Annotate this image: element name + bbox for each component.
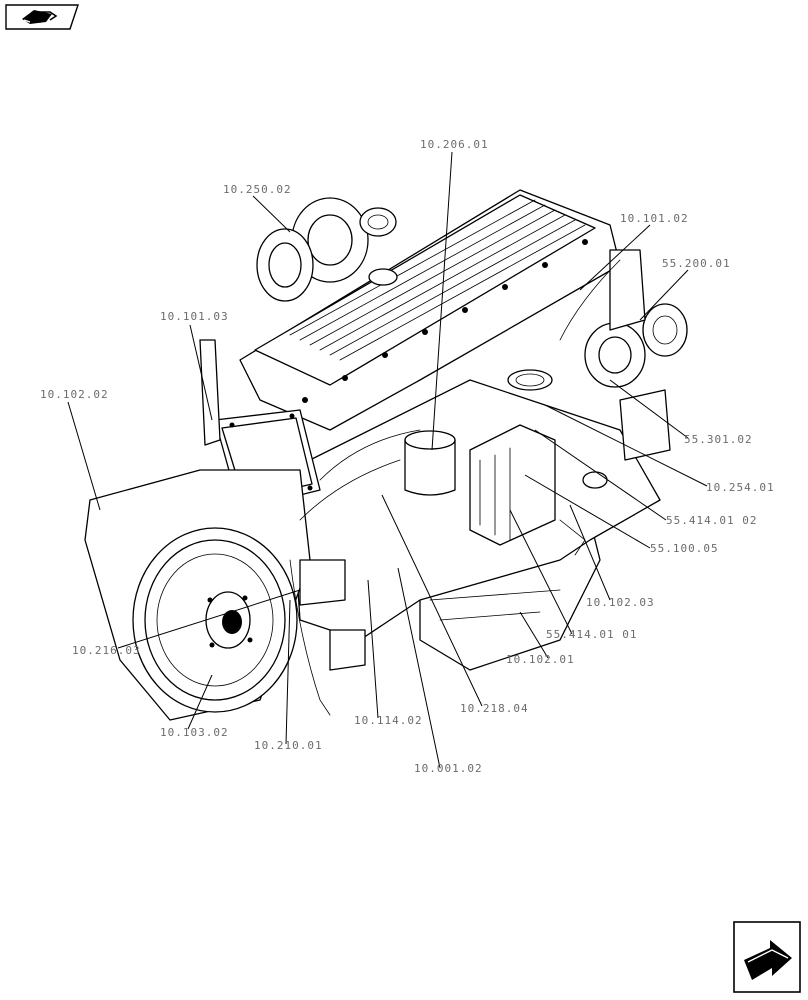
callout-10-101-02[interactable]: 10.101.02 bbox=[620, 212, 689, 225]
callout-10-101-03[interactable]: 10.101.03 bbox=[160, 310, 229, 323]
flywheel bbox=[132, 527, 298, 713]
turn-arrow-icon bbox=[22, 10, 58, 24]
next-nav-button[interactable] bbox=[733, 921, 801, 993]
callout-10-102-02[interactable]: 10.102.02 bbox=[40, 388, 109, 401]
callout-10-102-01[interactable]: 10.102.01 bbox=[506, 653, 575, 666]
callout-10-210-01[interactable]: 10.210.01 bbox=[254, 739, 323, 752]
leader-lines bbox=[67, 151, 708, 769]
callout-55-414-01-02[interactable]: 55.414.01 02 bbox=[666, 514, 757, 527]
oil-filter bbox=[404, 430, 456, 496]
callout-55-301-02[interactable]: 55.301.02 bbox=[684, 433, 753, 446]
callout-55-100-05[interactable]: 55.100.05 bbox=[650, 542, 719, 555]
callout-10-102-03[interactable]: 10.102.03 bbox=[586, 596, 655, 609]
front-pulley-assembly bbox=[582, 249, 688, 489]
callout-55-414-01-01[interactable]: 55.414.01 01 bbox=[546, 628, 637, 641]
callout-10-001-02[interactable]: 10.001.02 bbox=[414, 762, 483, 775]
callout-10-218-04[interactable]: 10.218.04 bbox=[460, 702, 529, 715]
back-nav-button[interactable] bbox=[5, 4, 79, 30]
callout-55-200-01[interactable]: 55.200.01 bbox=[662, 257, 731, 270]
callout-10-250-02[interactable]: 10.250.02 bbox=[223, 183, 292, 196]
callout-10-216-03[interactable]: 10.216.03 bbox=[72, 644, 141, 657]
callout-10-103-02[interactable]: 10.103.02 bbox=[160, 726, 229, 739]
callout-10-114-02[interactable]: 10.114.02 bbox=[354, 714, 423, 727]
callout-10-254-01[interactable]: 10.254.01 bbox=[706, 481, 775, 494]
turbocharger bbox=[256, 197, 398, 302]
callout-10-206-01[interactable]: 10.206.01 bbox=[420, 138, 489, 151]
callout-labels: 10.206.01 10.250.02 10.101.02 55.200.01 … bbox=[40, 138, 775, 775]
forward-arrow-icon bbox=[744, 940, 792, 980]
engine-illustration bbox=[84, 189, 688, 721]
